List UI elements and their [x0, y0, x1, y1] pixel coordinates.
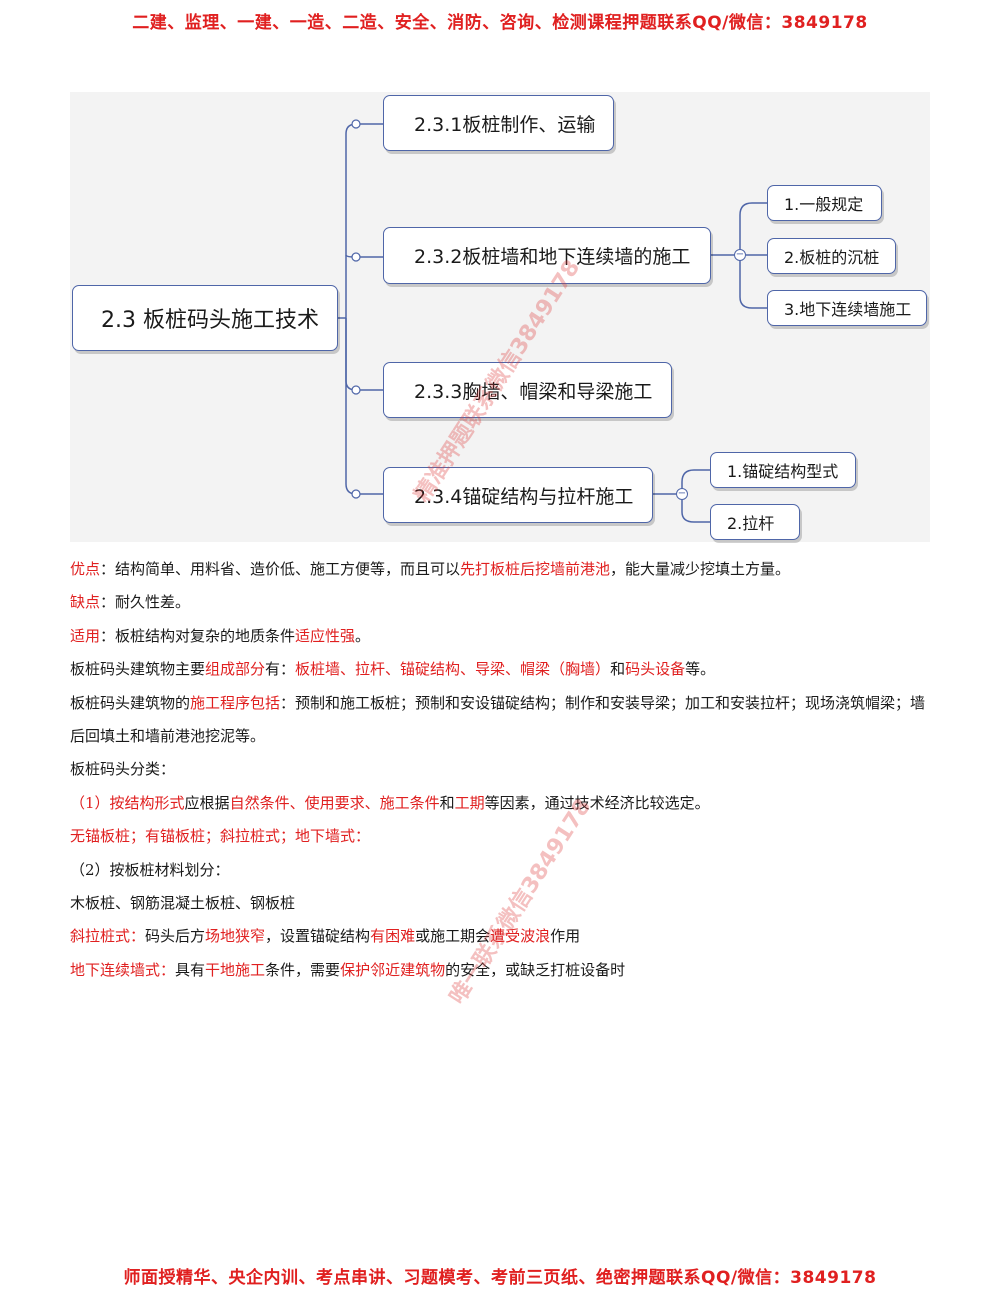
highlighted-text: 适应性强: [295, 626, 356, 645]
notes-content: 优点：结构简单、用料省、造价低、施工方便等，而且可以先打板桩后挖墙前港池，能大量…: [70, 553, 932, 987]
highlighted-text: （1）按结构形式: [70, 793, 185, 812]
branch-node-2-3-2[interactable]: 2.3.2板桩墙和地下连续墙的施工: [383, 227, 711, 284]
branch-node-2-3-4[interactable]: 2.3.4锚碇结构与拉杆施工: [383, 467, 653, 523]
note-paragraph: 适用：板桩结构对复杂的地质条件适应性强。: [70, 620, 932, 653]
highlighted-text: 先打板桩后挖墙前港池: [460, 560, 611, 578]
highlighted-text: 有困难: [370, 927, 416, 946]
body-text: 等。: [685, 660, 716, 679]
header-banner: 二建、监理、一建、一造、二造、安全、消防、咨询、检测课程押题联系QQ/微信：38…: [132, 13, 868, 33]
highlighted-text: 保护邻近建筑物: [340, 960, 446, 979]
body-text: ：耐久性差。: [100, 593, 191, 612]
highlighted-text: 施工程序包括: [190, 693, 281, 712]
mind-map: 2.3 板桩码头施工技术 2.3.1板桩制作、运输 2.3.2板桩墙和地下连续墙…: [70, 92, 930, 542]
note-paragraph: 优点：结构简单、用料省、造价低、施工方便等，而且可以先打板桩后挖墙前港池，能大量…: [70, 553, 932, 586]
branch-label: 2.3.4锚碇结构与拉杆施工: [414, 485, 634, 508]
leaf-label: 3.地下连续墙施工: [784, 300, 912, 319]
note-paragraph: 板桩码头分类：: [70, 753, 932, 786]
body-text: ：预制和施工板桩；预制和安设锚碇结构；制作和安装导梁；加工和安装拉杆；现场浇筑帽…: [70, 693, 926, 746]
body-text: 和: [610, 660, 626, 679]
leaf-label: 1.锚碇结构型式: [727, 462, 839, 481]
note-paragraph: 地下连续墙式：具有干地施工条件，需要保护邻近建筑物的安全，或缺乏打桩设备时: [70, 954, 932, 987]
body-text: 和: [439, 793, 455, 812]
note-paragraph: （1）按结构形式应根据自然条件、使用要求、施工条件和工期等因素，通过技术经济比较…: [70, 787, 932, 820]
body-text: 木板桩、钢筋混凝土板桩、钢板桩: [70, 894, 296, 913]
leaf-node-anchor-type[interactable]: 1.锚碇结构型式: [710, 452, 856, 488]
highlighted-text: 工期: [454, 793, 485, 812]
branch-label: 2.3.2板桩墙和地下连续墙的施工: [414, 246, 691, 268]
body-text: 或施工期会: [415, 927, 491, 946]
note-paragraph: 板桩码头建筑物的施工程序包括：预制和施工板桩；预制和安设锚碇结构；制作和安装导梁…: [70, 687, 932, 754]
root-node-label: 2.3 板桩码头施工技术: [101, 308, 319, 333]
note-paragraph: （2）按板桩材料划分：: [70, 854, 932, 887]
note-paragraph: 无锚板桩；有锚板桩；斜拉桩式；地下墙式：: [70, 820, 932, 853]
note-paragraph: 缺点：耐久性差。: [70, 586, 932, 619]
leaf-label: 2.板桩的沉桩: [784, 248, 880, 267]
body-text: ，设置锚碇结构: [265, 927, 371, 946]
note-paragraph: 板桩码头建筑物主要组成部分有：板桩墙、拉杆、锚碇结构、导梁、帽梁（胸墙）和码头设…: [70, 653, 932, 686]
highlighted-text: 斜拉桩式：: [70, 927, 146, 946]
body-text: 。: [355, 626, 371, 645]
leaf-node-tie-rod[interactable]: 2.拉杆: [710, 504, 800, 540]
body-text: 的安全，或缺乏打桩设备时: [445, 960, 626, 979]
branch-label: 2.3.3胸墙、帽梁和导梁施工: [414, 380, 653, 403]
branch-node-2-3-3[interactable]: 2.3.3胸墙、帽梁和导梁施工: [383, 362, 672, 418]
body-text: 有：: [265, 660, 296, 679]
highlighted-text: 缺点: [70, 593, 101, 612]
highlighted-text: 无锚板桩；有锚板桩；斜拉桩式；地下墙式：: [70, 827, 371, 846]
body-text: 板桩码头建筑物的: [70, 693, 191, 712]
highlighted-text: 场地狭窄: [205, 927, 266, 946]
body-text: 板桩码头建筑物主要: [70, 660, 206, 679]
mind-map-root-node[interactable]: 2.3 板桩码头施工技术: [72, 285, 338, 351]
branch-node-2-3-1[interactable]: 2.3.1板桩制作、运输: [383, 95, 614, 151]
highlighted-text: 组成部分: [205, 660, 266, 679]
highlighted-text: 板桩墙、拉杆、锚碇结构、导梁、帽梁（胸墙）: [295, 660, 611, 679]
body-text: 等因素，通过技术经济比较选定。: [484, 793, 710, 812]
highlighted-text: 干地施工: [205, 960, 266, 979]
leaf-node-general-rules[interactable]: 1.一般规定: [767, 185, 882, 221]
body-text: 作用: [550, 927, 581, 946]
leaf-label: 2.拉杆: [727, 514, 775, 533]
highlighted-text: 自然条件、使用要求、施工条件: [229, 793, 440, 812]
leaf-node-pile-driving[interactable]: 2.板桩的沉桩: [767, 238, 896, 274]
branch-label: 2.3.1板桩制作、运输: [414, 113, 596, 136]
note-paragraph: 斜拉桩式：码头后方场地狭窄，设置锚碇结构有困难或施工期会遭受波浪作用: [70, 920, 932, 953]
footer-banner: 师面授精华、央企内训、考点串讲、习题模考、考前三页纸、绝密押题联系QQ/微信：3…: [123, 1268, 877, 1288]
body-text: ：结构简单、用料省、造价低、施工方便等，而且可以: [100, 560, 461, 578]
body-text: 板桩码头分类：: [70, 760, 176, 779]
collapse-icon[interactable]: −: [676, 488, 688, 500]
body-text: 码头后方: [145, 927, 206, 946]
highlighted-text: 适用: [70, 626, 101, 645]
body-text: 具有: [175, 960, 206, 979]
body-text: 应根据: [184, 793, 230, 812]
collapse-icon[interactable]: −: [734, 249, 746, 261]
mind-map-connectors: [338, 119, 767, 523]
note-paragraph: 木板桩、钢筋混凝土板桩、钢板桩: [70, 887, 932, 920]
leaf-label: 1.一般规定: [784, 195, 864, 214]
highlighted-text: 遭受波浪: [490, 927, 551, 946]
body-text: （2）按板桩材料划分：: [70, 860, 230, 879]
highlighted-text: 地下连续墙式：: [70, 960, 176, 979]
highlighted-text: 优点: [70, 560, 101, 578]
body-text: ，能大量减少挖填土方量。: [610, 560, 791, 578]
leaf-node-diaphragm-wall[interactable]: 3.地下连续墙施工: [767, 290, 927, 326]
body-text: ：板桩结构对复杂的地质条件: [100, 626, 296, 645]
highlighted-text: 码头设备: [625, 660, 686, 679]
body-text: 条件，需要: [265, 960, 341, 979]
